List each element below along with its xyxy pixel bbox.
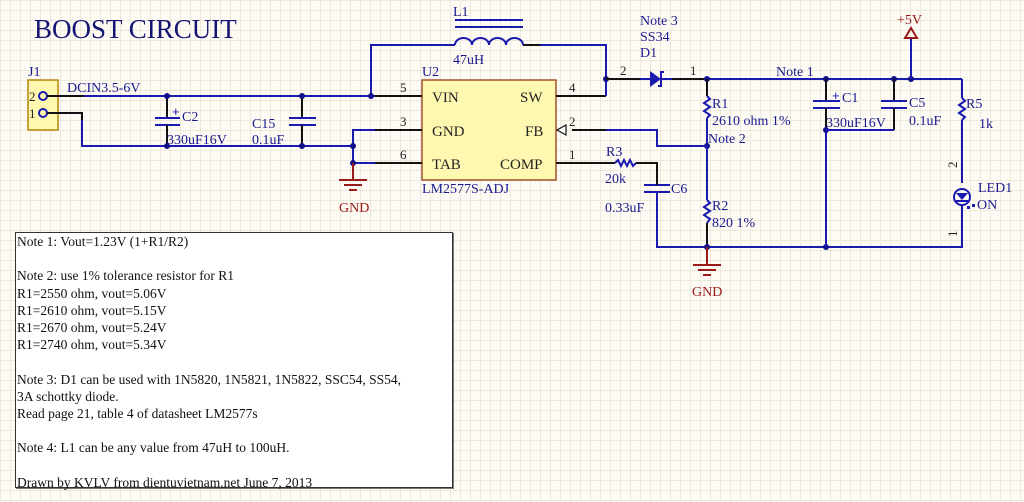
d1-ref: D1 bbox=[640, 46, 657, 61]
capacitor-c2[interactable]: + bbox=[155, 96, 180, 146]
note-line bbox=[17, 457, 452, 474]
note-line: Note 1: Vout=1.23V (1+R1/R2) bbox=[17, 234, 189, 249]
note-line: 3A schottky diode. bbox=[17, 388, 119, 404]
note-line bbox=[17, 353, 452, 370]
resistor-r2[interactable] bbox=[702, 199, 712, 224]
ground-symbol-1 bbox=[339, 163, 367, 191]
c15-value: 0.1uF bbox=[252, 133, 285, 148]
d1-value: SS34 bbox=[640, 30, 670, 45]
note-line bbox=[17, 250, 452, 267]
note-line: R1=2670 ohm, vout=5.24V bbox=[17, 320, 167, 335]
u2-part: LM2577S-ADJ bbox=[422, 182, 510, 197]
u2-pin-num-2: 2 bbox=[569, 114, 576, 129]
diode-d1[interactable] bbox=[640, 71, 672, 87]
capacitor-c6[interactable] bbox=[644, 184, 670, 193]
gnd-label-1: GND bbox=[339, 201, 369, 216]
notes-box: Note 1: Vout=1.23V (1+R1/R2) Note 2: use… bbox=[15, 232, 453, 490]
r5-value: 1k bbox=[979, 117, 993, 132]
wire-l1-in[interactable] bbox=[370, 44, 455, 96]
note-line: Note 2: use 1% tolerance resistor for R1 bbox=[17, 268, 235, 284]
l1-value: 47uH bbox=[453, 53, 484, 68]
wire-gnd-in[interactable] bbox=[81, 120, 355, 147]
u2-pin-tab: TAB bbox=[432, 157, 461, 173]
inductor-l1[interactable] bbox=[454, 19, 524, 46]
j1-pin-1: 1 bbox=[29, 106, 36, 121]
note-line: Drawn by KVLV from dientuvietnam.net Jun… bbox=[17, 474, 313, 490]
u2-pin-num-4: 4 bbox=[569, 80, 576, 95]
note-line: R1=2610 ohm, vout=5.15V bbox=[17, 302, 167, 318]
u2-pin-comp: COMP bbox=[500, 157, 543, 173]
resistor-r1[interactable] bbox=[702, 95, 712, 119]
c6-ref: C6 bbox=[671, 182, 687, 197]
u2-pin-vin: VIN bbox=[432, 90, 459, 106]
c5-ref: C5 bbox=[909, 96, 925, 111]
r3-value: 20k bbox=[605, 172, 626, 187]
gnd-label-2: GND bbox=[692, 285, 722, 300]
connector-body bbox=[27, 79, 59, 131]
j1-pin1-lead bbox=[47, 112, 83, 120]
led-led1[interactable] bbox=[953, 188, 975, 209]
u2-pin-fb: FB bbox=[525, 124, 543, 140]
r2-ref: R2 bbox=[712, 199, 728, 214]
resistor-r5[interactable] bbox=[957, 97, 967, 121]
u2-pin-num-6: 6 bbox=[400, 147, 407, 162]
led1-ref: LED1 bbox=[978, 181, 1012, 196]
r1-value: 2610 ohm 1% bbox=[712, 114, 791, 129]
d1-pin-2: 2 bbox=[620, 63, 627, 78]
led1-pin-2: 2 bbox=[945, 162, 960, 169]
j1-ref: J1 bbox=[28, 65, 40, 80]
note-line: R1=2550 ohm, vout=5.06V bbox=[17, 285, 167, 301]
led1-value: ON bbox=[977, 198, 997, 213]
ground-symbol-2 bbox=[693, 247, 721, 276]
r5-ref: R5 bbox=[966, 97, 982, 112]
d1-pin-1: 1 bbox=[690, 63, 697, 78]
vcc-label: +5V bbox=[897, 13, 922, 28]
schematic-title: BOOST CIRCUIT bbox=[34, 14, 237, 44]
note-line: R1=2740 ohm, vout=5.34V bbox=[17, 337, 167, 353]
resistor-r3[interactable] bbox=[614, 157, 637, 169]
led1-pin-1: 1 bbox=[945, 231, 960, 238]
capacitor-c1[interactable]: + bbox=[813, 79, 840, 109]
wire-gnd-out[interactable] bbox=[656, 192, 963, 248]
net-label-note1: Note 1 bbox=[776, 65, 814, 80]
u2-pin-num-3: 3 bbox=[400, 114, 407, 129]
d1-note: Note 3 bbox=[640, 14, 678, 29]
note-line bbox=[17, 422, 452, 439]
c6-value: 0.33uF bbox=[605, 201, 645, 216]
c15-ref: C15 bbox=[252, 117, 275, 132]
ic-u2[interactable] bbox=[421, 79, 557, 181]
wire-fb[interactable] bbox=[606, 129, 707, 147]
j1-pin-2: 2 bbox=[29, 89, 36, 104]
u2-pin-gnd: GND bbox=[432, 124, 465, 140]
note-line: Read page 21, table 4 of datasheet LM257… bbox=[17, 406, 258, 421]
polarity-plus-icon: + bbox=[832, 88, 840, 103]
u2-pin-num-1: 1 bbox=[569, 147, 576, 162]
net-label-note2: Note 2 bbox=[708, 132, 746, 147]
r2-value: 820 1% bbox=[712, 216, 756, 231]
c2-value: 330uF16V bbox=[167, 133, 227, 148]
c1-ref: C1 bbox=[842, 91, 858, 106]
u2-pin-sw: SW bbox=[520, 90, 543, 106]
u2-ref: U2 bbox=[422, 65, 439, 80]
connector-j1[interactable] bbox=[27, 79, 59, 131]
l1-ref: L1 bbox=[453, 5, 469, 20]
wire-u2-gnd[interactable] bbox=[352, 129, 375, 164]
c1-value: 330uF16V bbox=[826, 116, 886, 131]
c2-ref: C2 bbox=[182, 110, 198, 125]
net-label-dcin: DCIN3.5-6V bbox=[67, 81, 141, 96]
capacitor-c15[interactable] bbox=[289, 96, 316, 146]
note-line: Note 3: D1 can be used with 1N5820, 1N58… bbox=[17, 371, 401, 387]
capacitor-c5[interactable] bbox=[881, 79, 907, 130]
wire-l1-out[interactable] bbox=[540, 44, 607, 79]
polarity-plus-icon: + bbox=[172, 104, 180, 119]
c5-value: 0.1uF bbox=[909, 114, 942, 129]
u2-pin-num-5: 5 bbox=[400, 80, 407, 95]
note-line: Note 4: L1 can be any value from 47uH to… bbox=[17, 440, 290, 456]
input-arrow-icon bbox=[555, 123, 567, 137]
r1-ref: R1 bbox=[712, 97, 728, 112]
r3-ref: R3 bbox=[606, 145, 622, 160]
vcc-arrow-icon bbox=[903, 26, 919, 39]
